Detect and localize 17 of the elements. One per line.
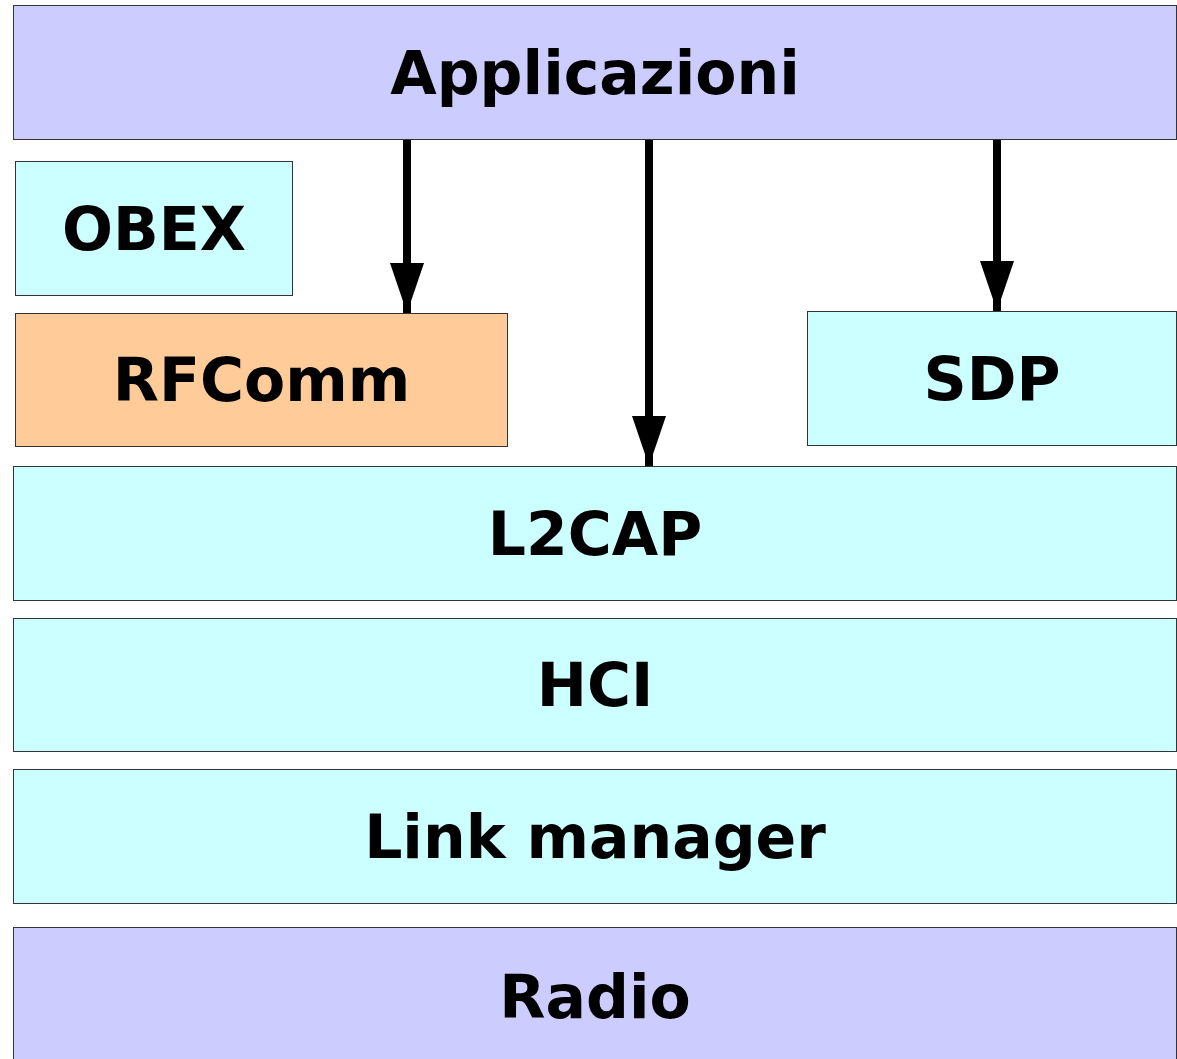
layer-label: SDP (923, 348, 1061, 409)
layer-band (13, 618, 1177, 752)
protocol-box (15, 161, 293, 296)
layer-label: HCI (536, 655, 654, 715)
arrow (390, 140, 424, 313)
protocol-box (807, 311, 1177, 446)
protocol-box (15, 313, 508, 447)
layer-band (13, 927, 1177, 1059)
layer-label: Radio (499, 967, 691, 1027)
layer-label: RFComm (112, 350, 411, 410)
arrow (980, 140, 1014, 311)
arrow (632, 140, 666, 466)
layer-band (13, 466, 1177, 601)
layer-band (13, 5, 1177, 140)
layer-band (13, 769, 1177, 904)
layer-label: OBEX (62, 198, 246, 259)
layer-label: L2CAP (487, 503, 703, 564)
